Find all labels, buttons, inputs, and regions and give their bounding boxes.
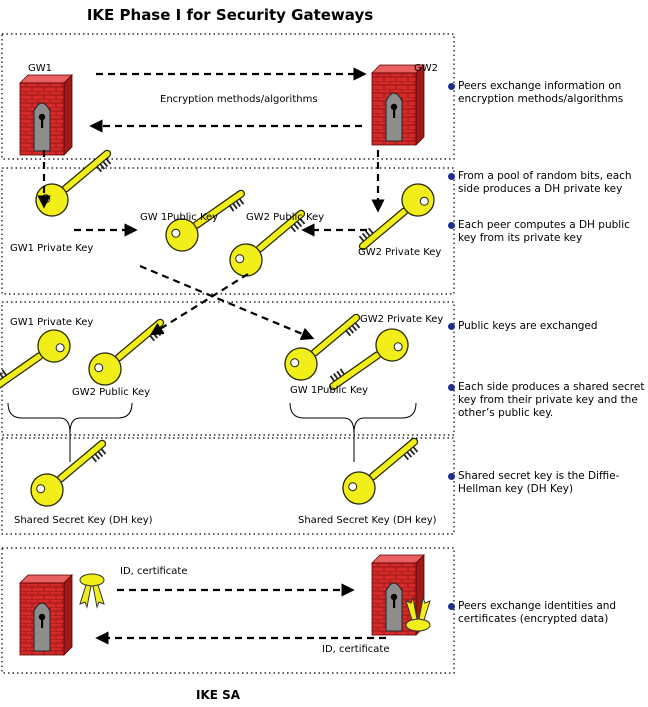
gw1-public-key-label: GW 1Public Key <box>140 212 219 223</box>
arrow <box>149 273 249 336</box>
note-item: Shared secret key is the Diffie-Hellman … <box>448 470 646 496</box>
bullet-icon <box>448 473 455 480</box>
note-text: Peers exchange information on encryption… <box>458 80 624 105</box>
key-icon <box>0 324 76 401</box>
note-item: Peers exchange identities and certificat… <box>448 600 646 626</box>
gw2-private-key-label: GW2 Private Key <box>358 247 442 258</box>
key-icon <box>82 310 170 391</box>
note-text: Peers exchange identities and certificat… <box>458 600 617 625</box>
section-frame <box>1 437 455 535</box>
note-text: Public keys are exchanged <box>458 320 598 332</box>
shared-secret-label: Shared Secret Key (DH key) <box>14 515 153 526</box>
gw1-public-key-label: GW 1Public Key <box>290 385 369 396</box>
note-text: From a pool of random bits, each side pr… <box>458 170 632 195</box>
bullet-icon <box>448 603 455 610</box>
note-text: Each side produces a shared secret key f… <box>458 381 645 419</box>
id-certificate-label: ID, certificate <box>120 566 188 577</box>
brace <box>289 402 417 434</box>
gw2-label: GW2 <box>414 63 438 74</box>
firewall-icon <box>371 64 425 146</box>
gw1-private-key-label: GW1 Private Key <box>10 243 94 254</box>
footer-title: IKE SA <box>196 688 241 702</box>
firewall-icon <box>19 574 73 656</box>
section-frame <box>1 33 455 160</box>
key-icon <box>24 431 112 512</box>
bullet-icon <box>448 323 455 330</box>
shared-secret-label: Shared Secret Key (DH key) <box>298 515 437 526</box>
gw2-private-key-label: GW2 Private Key <box>360 314 444 325</box>
firewall-icon <box>19 74 73 156</box>
gw1-label: GW1 <box>28 63 52 74</box>
id-certificate-label: ID, certificate <box>322 644 390 655</box>
note-text: Each peer computes a DH public key from … <box>458 219 630 244</box>
gw2-public-key-label: GW2 Public Key <box>246 212 325 223</box>
section-frame <box>1 301 455 436</box>
brace <box>7 402 133 434</box>
bullet-icon <box>448 222 455 229</box>
note-text: Shared secret key is the Diffie-Hellman … <box>458 470 620 495</box>
certificate-icon <box>79 573 105 608</box>
section-frame <box>1 167 455 295</box>
encryption-label: Encryption methods/algorithms <box>160 94 318 105</box>
gw2-public-key-label: GW2 Public Key <box>72 387 151 398</box>
bullet-icon <box>448 173 455 180</box>
gw1-private-key-label: GW1 Private Key <box>10 317 94 328</box>
note-item: Public keys are exchanged <box>448 320 646 333</box>
note-item: Peers exchange information on encryption… <box>448 80 646 106</box>
key-icon <box>336 429 424 510</box>
bullet-icon <box>448 384 455 391</box>
note-item: From a pool of random bits, each side pr… <box>448 170 646 196</box>
note-item: Each side produces a shared secret key f… <box>448 381 646 420</box>
bullet-icon <box>448 83 455 90</box>
page-title: IKE Phase I for Security Gateways <box>86 6 374 24</box>
note-item: Each peer computes a DH public key from … <box>448 219 646 245</box>
section-frame <box>1 547 455 674</box>
